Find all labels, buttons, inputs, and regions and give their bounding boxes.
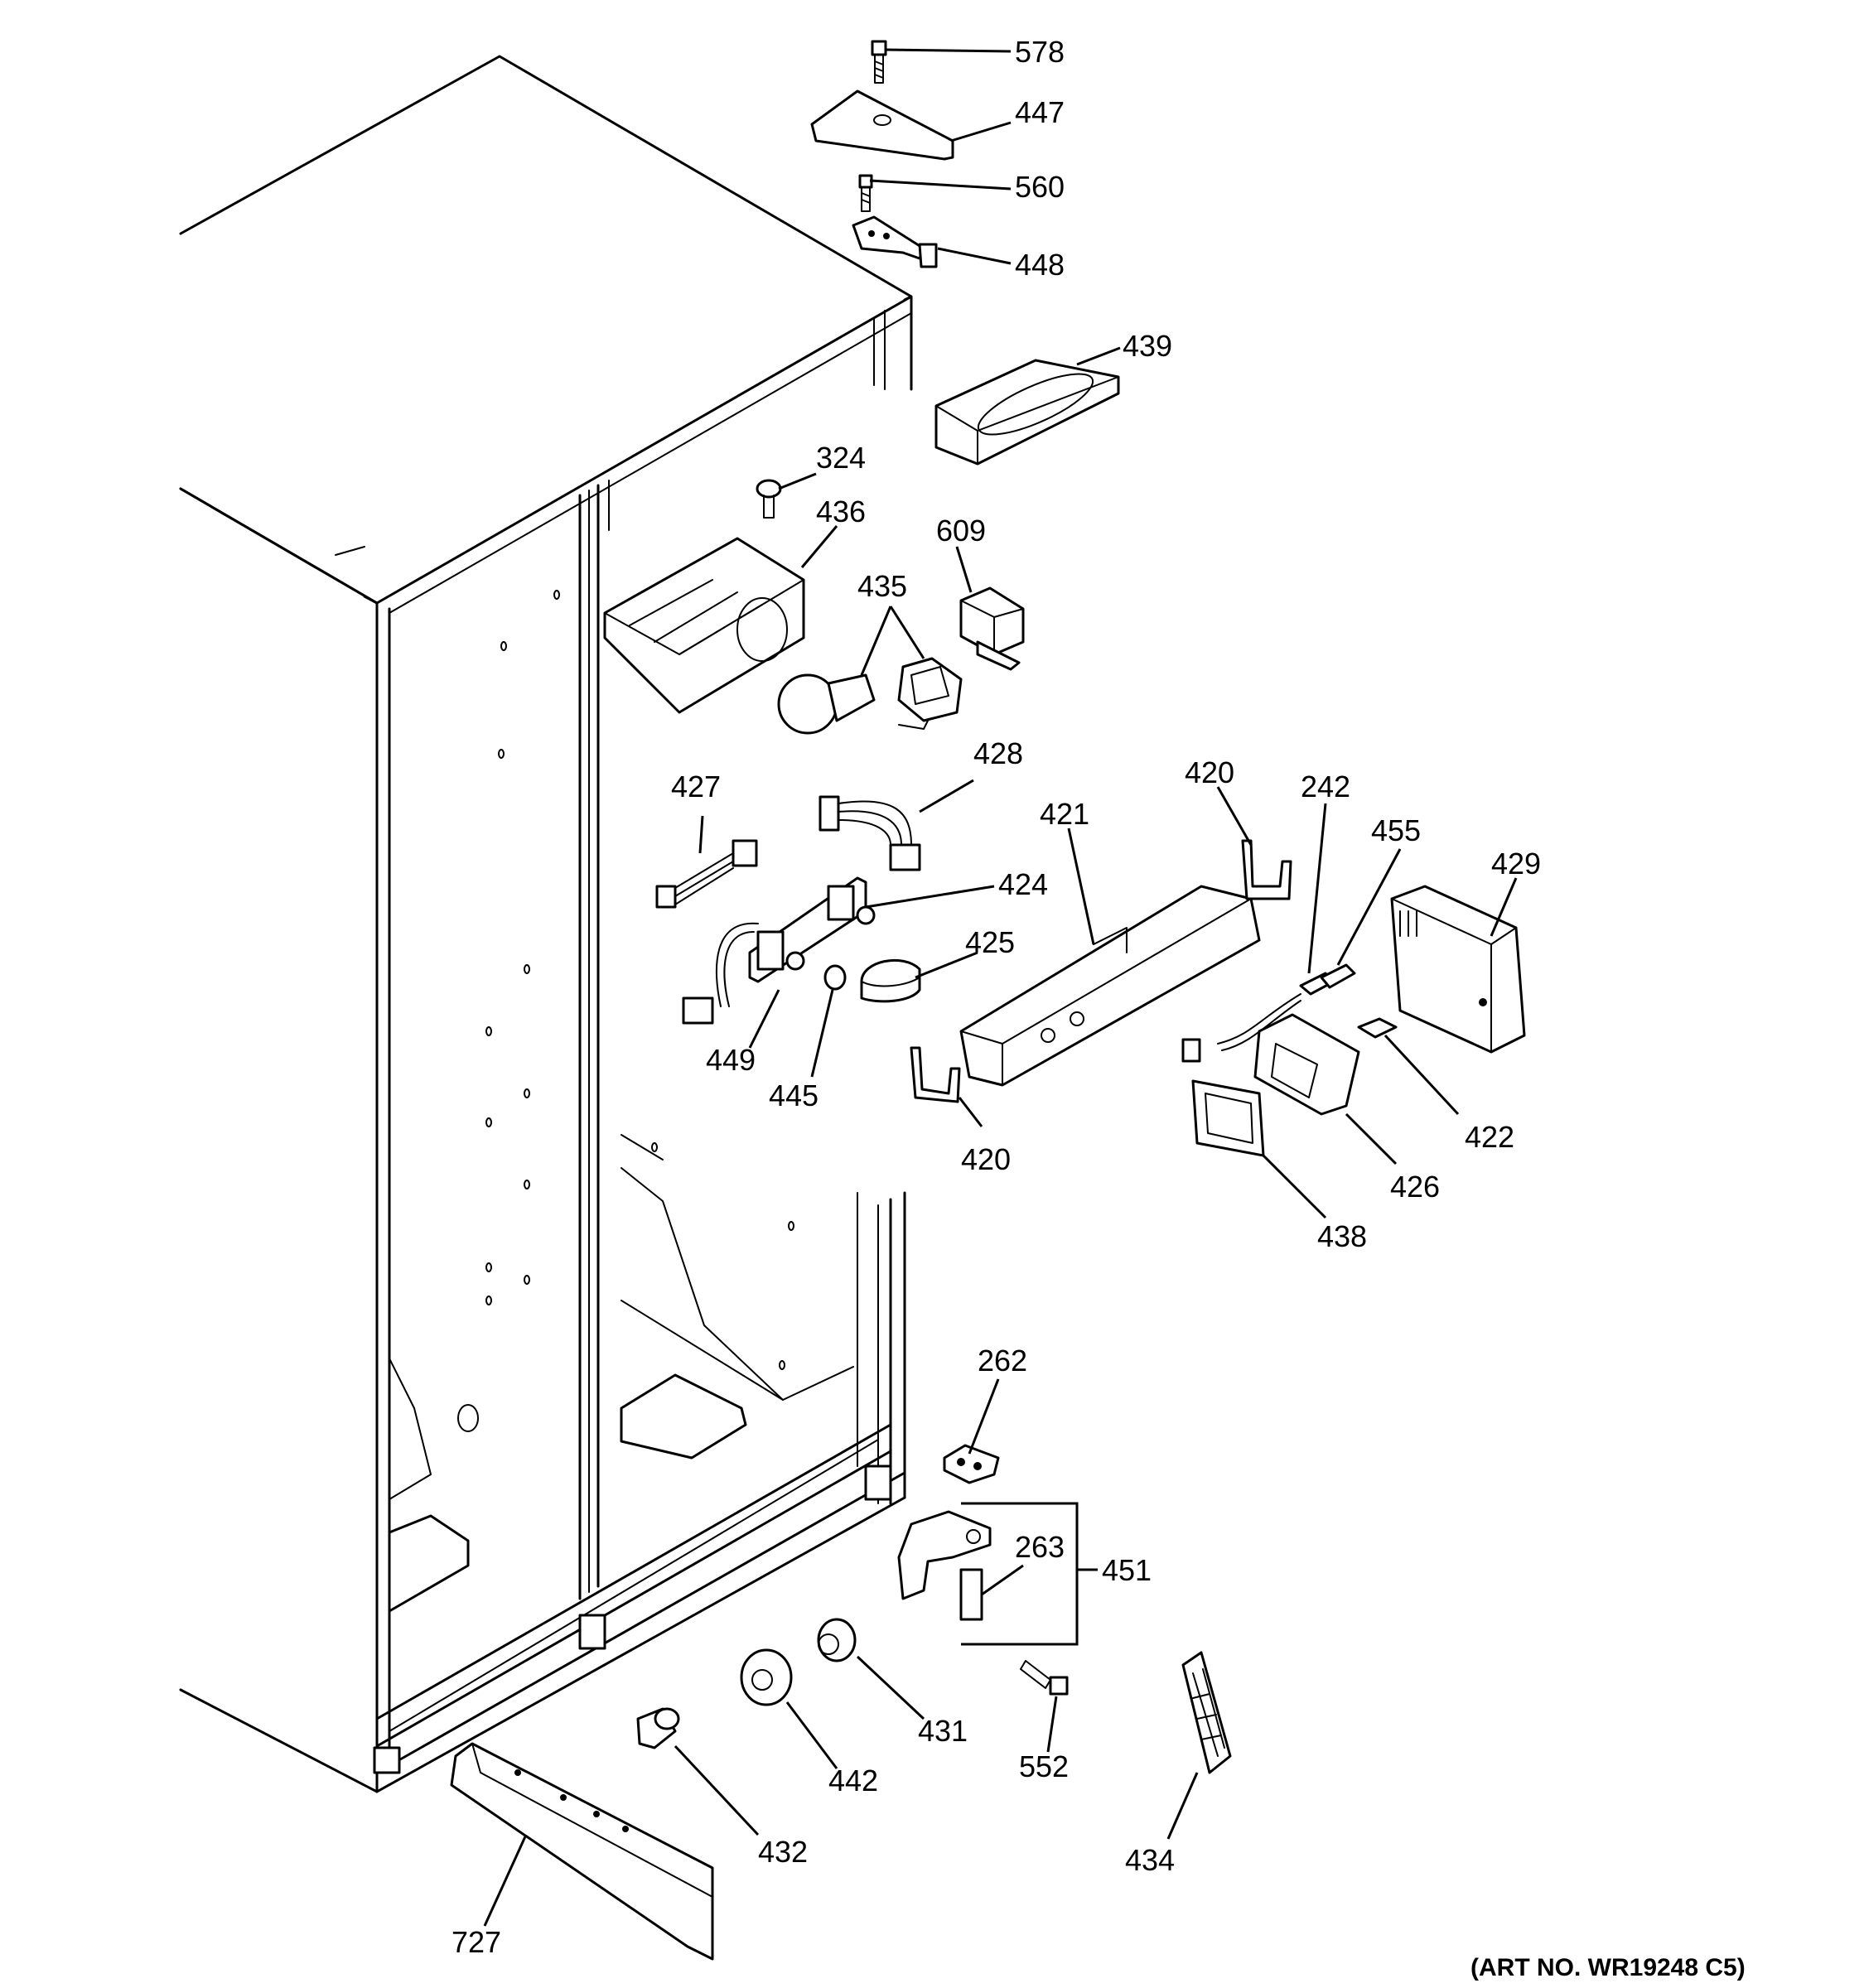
- callout-552: 552: [1019, 1749, 1069, 1783]
- callout-420-lower: 420: [961, 1142, 1011, 1176]
- end-clip-420-lower: [910, 1046, 961, 1103]
- callout-324: 324: [816, 441, 866, 475]
- callout-451: 451: [1102, 1553, 1152, 1587]
- callout-448: 448: [1015, 248, 1065, 282]
- callout-455: 455: [1371, 813, 1421, 847]
- callout-427: 427: [671, 770, 721, 803]
- bezel-438: [1191, 1079, 1265, 1157]
- callout-445: 445: [769, 1078, 819, 1112]
- callout-429: 429: [1491, 847, 1541, 881]
- callout-439: 439: [1123, 329, 1172, 363]
- callout-262: 262: [978, 1344, 1027, 1378]
- end-clip-420-upper: [1241, 839, 1292, 900]
- screw-578: [871, 40, 887, 84]
- callout-447: 447: [1015, 95, 1065, 129]
- control-bracket-424: [682, 876, 876, 1025]
- callout-727: 727: [452, 1925, 501, 1959]
- callout-428: 428: [973, 736, 1023, 770]
- harness-428: [819, 795, 921, 871]
- art-number: (ART NO. WR19248 C5): [1470, 1954, 1746, 1981]
- callout-426: 426: [1390, 1170, 1440, 1204]
- callout-242: 242: [1301, 770, 1350, 803]
- hinge-451: [897, 1510, 992, 1621]
- bulb-435: [777, 673, 876, 735]
- hinge-cover-447: [810, 89, 954, 161]
- callout-436: 436: [816, 495, 866, 528]
- callout-442: 442: [828, 1764, 878, 1797]
- control-housing-421: [959, 885, 1261, 1087]
- callout-263: 263: [1015, 1530, 1065, 1564]
- callout-424: 424: [998, 867, 1048, 901]
- callout-labels: 578 447 560 448 439 324 436 609 435 428 …: [452, 35, 1541, 1959]
- grille-434: [1181, 1651, 1232, 1774]
- callout-609: 609: [936, 514, 986, 548]
- leader-lines: [483, 48, 1518, 1927]
- light-shield-439: [934, 359, 1120, 466]
- callout-434: 434: [1125, 1843, 1175, 1877]
- callout-432: 432: [758, 1835, 808, 1869]
- screw-560: [858, 174, 873, 212]
- cabinet-holes: [457, 590, 794, 1432]
- control-knob-425: [860, 958, 921, 1003]
- harness-427: [655, 839, 758, 909]
- callout-420-upper: 420: [1185, 755, 1234, 789]
- screw-324: [756, 479, 782, 519]
- switch-609: [959, 586, 1025, 671]
- part-422: [1357, 1017, 1398, 1039]
- hinge-448: [852, 215, 938, 268]
- callout-449: 449: [706, 1043, 756, 1077]
- bushing-431: [817, 1618, 857, 1662]
- callout-438: 438: [1317, 1219, 1367, 1253]
- refrigerator-cabinet: [179, 55, 913, 1793]
- callout-560: 560: [1015, 170, 1065, 204]
- callout-421: 421: [1040, 797, 1089, 831]
- callout-422: 422: [1465, 1120, 1514, 1154]
- kick-plate-727: [450, 1742, 714, 1961]
- light-socket-435: [897, 657, 963, 730]
- callout-431: 431: [918, 1714, 968, 1748]
- light-housing-436: [603, 537, 805, 714]
- callout-425: 425: [965, 925, 1015, 959]
- washer-442: [740, 1648, 793, 1706]
- screw-552: [1020, 1660, 1069, 1696]
- roller-432: [636, 1707, 680, 1749]
- callout-435: 435: [857, 569, 907, 603]
- callout-578: 578: [1015, 35, 1065, 69]
- module-426: [1253, 1013, 1360, 1116]
- housing-429: [1390, 885, 1526, 1054]
- knob-adapter-445: [823, 964, 847, 991]
- washer-262: [943, 1444, 1000, 1484]
- part-455: [1320, 963, 1356, 989]
